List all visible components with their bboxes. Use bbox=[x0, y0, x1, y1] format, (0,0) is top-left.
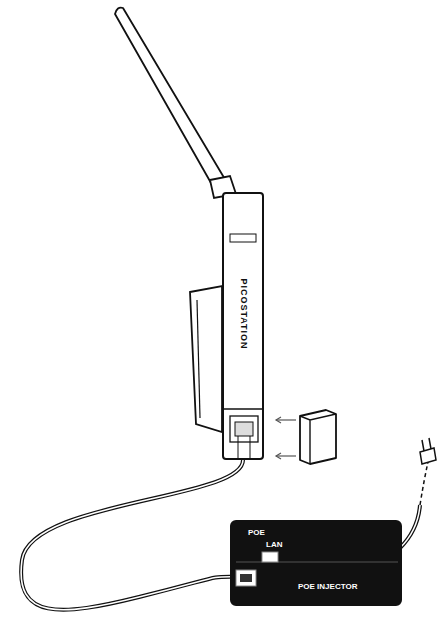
power-cord bbox=[400, 505, 420, 548]
insert-arrows bbox=[276, 417, 296, 459]
power-plug bbox=[420, 448, 436, 464]
device-label: LAN bbox=[266, 540, 282, 549]
poe-injector-box: POELAN POE INJECTOR bbox=[230, 520, 402, 606]
cover-cap bbox=[300, 410, 336, 464]
power-cord-dashed bbox=[420, 462, 428, 505]
cable-highlight bbox=[21, 460, 243, 610]
bracket-edge bbox=[197, 300, 200, 418]
cap-edge bbox=[300, 414, 336, 464]
mount-bracket bbox=[190, 286, 222, 432]
picostation-body: PICOSTATION bbox=[222, 192, 264, 460]
power-cord-inner bbox=[400, 505, 420, 548]
antenna bbox=[115, 8, 229, 190]
device-label: POE bbox=[248, 528, 265, 537]
device-label: PICOSTATION bbox=[239, 278, 249, 349]
ethernet-cable bbox=[21, 460, 243, 610]
device-label: POE INJECTOR bbox=[298, 582, 357, 591]
plug-prongs bbox=[422, 438, 431, 451]
